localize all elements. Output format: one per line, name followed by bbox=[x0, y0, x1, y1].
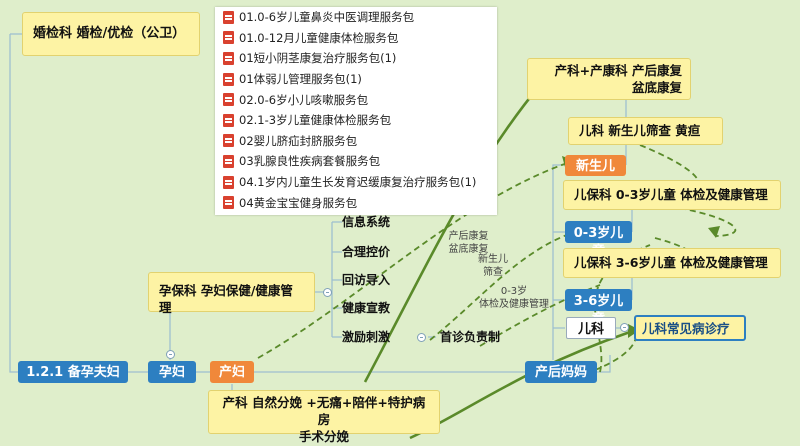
collapse-toggle-icon[interactable] bbox=[166, 350, 175, 359]
list-item[interactable]: 04黄金宝宝健身服务包 bbox=[215, 192, 497, 213]
checkup-note-line2: 体检及健康管理 bbox=[479, 299, 549, 310]
pediatric-clinic-topic[interactable]: 儿科常见病诊疗 bbox=[634, 315, 746, 341]
premarital-label: 婚检科 婚检/优检（公卫） bbox=[33, 26, 186, 41]
delivery-line2: 手术分娩 bbox=[298, 428, 349, 444]
pediatric-clinic-label: 儿科常见病诊疗 bbox=[642, 321, 730, 336]
prenatal-care-label: 孕保科 孕妇保健/健康管理 bbox=[159, 283, 293, 315]
newborn-screening-label: 儿科 新生儿筛查 黄疸 bbox=[579, 123, 701, 138]
list-item[interactable]: 01.0-12月儿童健康体检服务包 bbox=[215, 28, 497, 49]
collapse-toggle-icon[interactable] bbox=[417, 333, 426, 342]
newborn-note-line2: 筛查 bbox=[483, 267, 503, 278]
collapse-toggle-icon[interactable] bbox=[620, 323, 629, 332]
feature-label: 健康宣教 bbox=[342, 301, 391, 315]
list-item[interactable]: 01.0-6岁儿童鼻炎中医调理服务包 bbox=[215, 7, 497, 28]
rehab-note-line1: 产后康复 bbox=[448, 231, 489, 242]
package-label: 04黄金宝宝健身服务包 bbox=[239, 195, 358, 210]
pdf-icon bbox=[223, 10, 234, 24]
pediatrics-label: 儿科 bbox=[577, 322, 604, 337]
package-label: 03乳腺良性疾病套餐服务包 bbox=[239, 154, 381, 169]
pediatrics-topic[interactable]: 儿科 bbox=[566, 317, 616, 339]
postpartum-topic[interactable]: 产后妈妈 bbox=[525, 361, 597, 383]
delivery-topic[interactable]: 产科 自然分娩 +无痛+陪伴+特护病房 手术分娩 bbox=[208, 390, 440, 444]
root-label: 1.2.1 备孕夫妇 bbox=[26, 365, 120, 380]
pdf-icon bbox=[223, 134, 234, 148]
checkup-note: 0-3岁 体检及健康管理 bbox=[474, 285, 554, 311]
feature-item[interactable]: 激励刺激 bbox=[342, 329, 412, 345]
first-doctor-topic[interactable]: 首诊负责制 bbox=[440, 329, 520, 345]
feature-label: 合理控价 bbox=[342, 245, 391, 259]
child-care-3-6-topic[interactable]: 儿保科 3-6岁儿童 体检及健康管理 bbox=[563, 248, 781, 278]
newborn-screening-topic[interactable]: 儿科 新生儿筛查 黄疸 bbox=[568, 117, 723, 145]
obstetric-rehab-topic[interactable]: 产科+产康科 产后康复 盆底康复 bbox=[527, 58, 691, 100]
pdf-icon bbox=[223, 93, 234, 107]
package-label: 02婴儿脐疝封脐服务包 bbox=[239, 133, 358, 148]
pdf-icon bbox=[223, 113, 234, 127]
child-care-0-3-label: 儿保科 0-3岁儿童 体检及健康管理 bbox=[574, 187, 768, 202]
delivery-line1: 产科 自然分娩 +无痛+陪伴+特护病房 bbox=[222, 395, 426, 427]
child-0-3-topic[interactable]: 0-3岁儿童 bbox=[565, 221, 632, 259]
collapse-toggle-icon[interactable] bbox=[323, 288, 332, 297]
package-label: 02.1-3岁儿童健康体检服务包 bbox=[239, 113, 392, 128]
list-item[interactable]: 02婴儿脐疝封脐服务包 bbox=[215, 131, 497, 152]
pdf-icon bbox=[223, 51, 234, 65]
child-3-6-topic[interactable]: 3-6岁儿童 bbox=[565, 289, 632, 327]
rehab-note-line2: 盆底康复 bbox=[448, 244, 489, 255]
prenatal-care-topic[interactable]: 孕保科 孕妇保健/健康管理 bbox=[148, 272, 315, 315]
pdf-icon bbox=[223, 196, 234, 210]
feature-item[interactable]: 信息系统 bbox=[342, 214, 412, 230]
obstetric-rehab-line2: 盆底康复 bbox=[631, 79, 682, 95]
root-topic[interactable]: 1.2.1 备孕夫妇 bbox=[18, 361, 128, 383]
package-label: 01短小阴茎康复治疗服务包(1) bbox=[239, 51, 397, 66]
newborn-topic[interactable]: 新生儿 bbox=[565, 155, 626, 176]
list-item[interactable]: 02.1-3岁儿童健康体检服务包 bbox=[215, 110, 497, 131]
pdf-icon bbox=[223, 154, 234, 168]
newborn-note: 新生儿 筛查 bbox=[468, 253, 518, 279]
feature-label: 激励刺激 bbox=[342, 330, 391, 344]
package-label: 01.0-6岁儿童鼻炎中医调理服务包 bbox=[239, 10, 415, 25]
pdf-icon bbox=[223, 175, 234, 189]
child-care-0-3-topic[interactable]: 儿保科 0-3岁儿童 体检及健康管理 bbox=[563, 180, 781, 210]
newborn-note-line1: 新生儿 bbox=[478, 254, 508, 265]
list-item[interactable]: 01体弱儿管理服务包(1) bbox=[215, 69, 497, 90]
feature-item[interactable]: 合理控价 bbox=[342, 244, 412, 260]
package-label: 01体弱儿管理服务包(1) bbox=[239, 72, 362, 87]
package-label: 01.0-12月儿童健康体检服务包 bbox=[239, 30, 399, 45]
parturient-label: 产妇 bbox=[218, 365, 245, 380]
pregnant-label: 孕妇 bbox=[158, 365, 185, 380]
feature-item[interactable]: 健康宣教 bbox=[342, 300, 412, 316]
pdf-icon bbox=[223, 31, 234, 45]
feature-item[interactable]: 回访导入 bbox=[342, 272, 412, 288]
rehab-note: 产后康复 盆底康复 bbox=[441, 230, 496, 256]
postpartum-label: 产后妈妈 bbox=[534, 365, 587, 380]
child-care-3-6-label: 儿保科 3-6岁儿童 体检及健康管理 bbox=[574, 255, 768, 270]
list-item[interactable]: 04.1岁内儿童生长发育迟缓康复治疗服务包(1) bbox=[215, 172, 497, 193]
feature-label: 回访导入 bbox=[342, 273, 391, 287]
first-doctor-label: 首诊负责制 bbox=[440, 330, 501, 344]
feature-label: 信息系统 bbox=[342, 215, 391, 229]
pdf-icon bbox=[223, 72, 234, 86]
package-label: 04.1岁内儿童生长发育迟缓康复治疗服务包(1) bbox=[239, 175, 477, 190]
checkup-note-line1: 0-3岁 bbox=[500, 286, 528, 297]
parturient-topic[interactable]: 产妇 bbox=[210, 361, 254, 383]
list-item[interactable]: 03乳腺良性疾病套餐服务包 bbox=[215, 151, 497, 172]
list-item[interactable]: 02.0-6岁小儿咳嗽服务包 bbox=[215, 89, 497, 110]
package-label: 02.0-6岁小儿咳嗽服务包 bbox=[239, 92, 369, 107]
service-package-list: 01.0-6岁儿童鼻炎中医调理服务包 01.0-12月儿童健康体检服务包 01短… bbox=[215, 7, 497, 215]
obstetric-rehab-line1: 产科+产康科 产后康复 bbox=[554, 63, 682, 78]
list-item[interactable]: 01短小阴茎康复治疗服务包(1) bbox=[215, 48, 497, 69]
pregnant-topic[interactable]: 孕妇 bbox=[148, 361, 196, 383]
premarital-topic[interactable]: 婚检科 婚检/优检（公卫） bbox=[22, 12, 200, 56]
newborn-label: 新生儿 bbox=[575, 159, 615, 174]
